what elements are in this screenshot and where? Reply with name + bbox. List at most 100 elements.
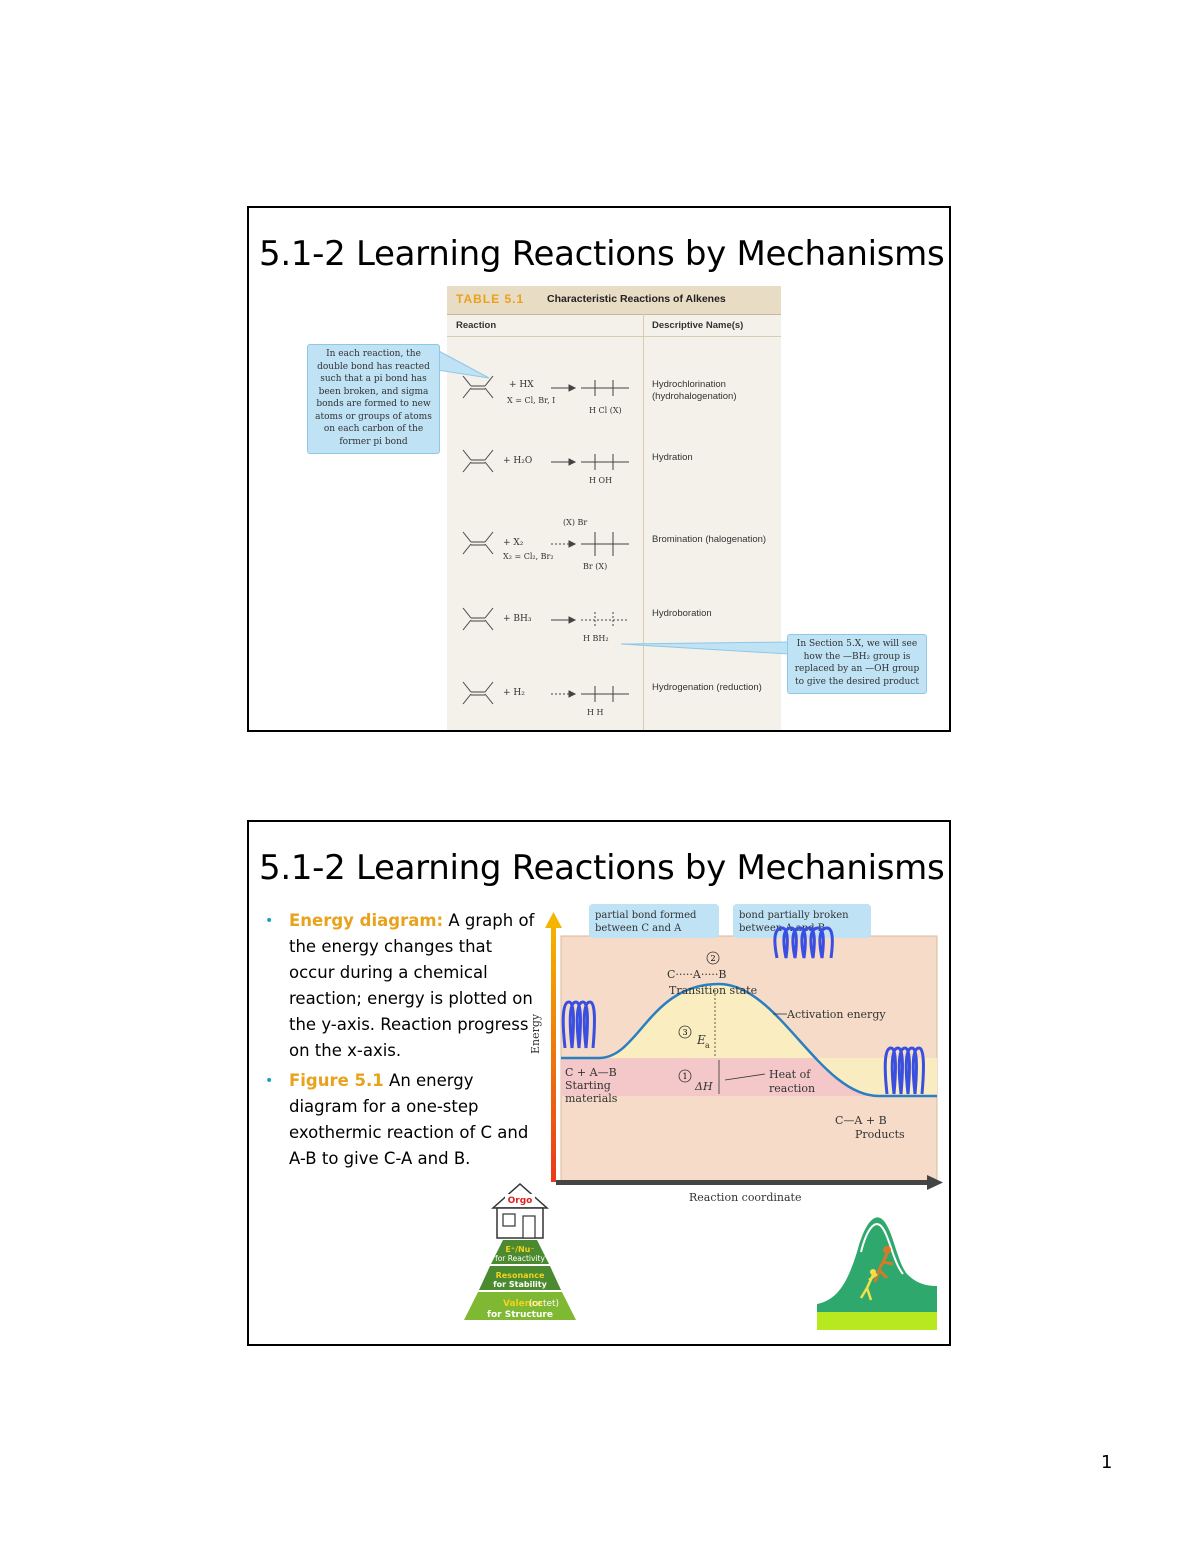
reaction-1-name: Hydrochlorination (hydrohalogenation): [652, 379, 737, 402]
hill-ground: [817, 1312, 937, 1330]
orgo-label: Orgo: [508, 1196, 533, 1206]
table-label: TABLE 5.1: [456, 292, 525, 306]
reactions-table: TABLE 5.1 Characteristic Reactions of Al…: [447, 286, 781, 730]
reaction-2-product: H OH: [589, 476, 613, 485]
orgo-sign: [505, 1194, 535, 1205]
slide-2: 5.1-2 Learning Reactions by Mechanisms •…: [247, 820, 951, 1346]
reaction-5-product: H H: [587, 708, 604, 717]
delta-h-symbol: ΔH: [694, 1080, 713, 1093]
callout-pi-bond: In each reaction, the double bond has re…: [307, 344, 440, 454]
y-axis: [551, 926, 556, 1182]
hill-climber-icon: [817, 1217, 937, 1330]
reactants-label-line1: Starting: [565, 1079, 611, 1092]
pyramid-level-3-qualifier: (octet): [529, 1299, 559, 1309]
climber-body: [873, 1253, 894, 1283]
bullet-list: • Energy diagram: A graph of the energy …: [265, 908, 535, 1176]
slide-title: 5.1-2 Learning Reactions by Mechanisms: [259, 234, 945, 274]
callout-bond-broken: [733, 904, 871, 938]
heat-label-line1: Heat of: [769, 1068, 811, 1081]
x-axis-label: Reaction coordinate: [689, 1191, 801, 1204]
step-1-number: 1: [682, 1072, 687, 1081]
reaction-4-product: H BH₂: [583, 634, 609, 643]
orgo-pyramid-icon: Orgo E⁺/Nu⁻ for Reactivity Resonance for…: [464, 1182, 576, 1320]
column-header-name: Descriptive Name(s): [652, 320, 744, 331]
reaction-5-reagent: + H₂: [503, 688, 525, 698]
spring-icon-products: [883, 1046, 925, 1095]
reaction-4-name: Hydroboration: [652, 608, 712, 619]
alkene-structure-icon: [462, 681, 629, 705]
x-axis: [556, 1180, 928, 1185]
bullet-dot: •: [265, 913, 274, 929]
climber-head: [883, 1246, 891, 1254]
step-2-number: 2: [710, 954, 715, 963]
alkene-structure-icon: [462, 607, 629, 631]
reaction-3-name: Bromination (halogenation): [652, 534, 767, 545]
pyramid-level-1: [491, 1240, 549, 1264]
bullet-dot: •: [265, 1073, 274, 1089]
reactants-label-line2: materials: [565, 1092, 618, 1105]
definition-energy-diagram: A graph of the energy changes that occur…: [289, 911, 535, 1060]
spring-icon-transition: [773, 926, 834, 959]
heat-label-line2: reaction: [769, 1082, 815, 1095]
header-divider: [447, 336, 781, 337]
reaction-4-reagent: + BH₃: [503, 614, 532, 624]
pyramid-level-2-subtitle: for Stability: [493, 1280, 547, 1289]
activation-energy-label: Activation energy: [786, 1008, 886, 1021]
spring-icon-reactants: [561, 1000, 596, 1049]
energy-curve: [561, 982, 937, 1098]
bullet-figure: • Figure 5.1 An energy diagram for a one…: [265, 1068, 535, 1172]
step-3-marker: [678, 1025, 692, 1039]
pyramid-level-3: [464, 1292, 576, 1320]
callout-bond-formed: [589, 904, 719, 938]
step-1-marker: [678, 1069, 692, 1083]
transition-state-formula: C·····A·····B: [667, 968, 726, 981]
alkene-structure-icon: [462, 531, 629, 556]
figure-description: An energy diagram for a one-step exother…: [289, 1071, 529, 1168]
products-formula: C—A + B: [835, 1114, 887, 1127]
reaction-3-note: X₂ = Cl₂, Br₂: [503, 552, 554, 561]
products-label: Products: [855, 1128, 905, 1141]
reactants-formula: C + A—B: [565, 1066, 617, 1079]
pyramid-level-1-subtitle: for Reactivity: [495, 1254, 545, 1263]
reaction-3-product-top: (X) Br: [563, 518, 588, 527]
transition-state-label: Transition state: [669, 984, 757, 997]
ea-symbol: E: [696, 1033, 706, 1047]
bullet-energy-diagram: • Energy diagram: A graph of the energy …: [265, 908, 535, 1064]
column-divider: [643, 314, 644, 730]
helper-head: [870, 1269, 876, 1275]
activation-region: [561, 984, 937, 1096]
ea-subscript: a: [705, 1041, 710, 1050]
callout-section-note: In Section 5.X, we will see how the —BH₂…: [787, 634, 927, 694]
pyramid-level-3-subtitle: for Structure: [487, 1310, 553, 1320]
table-caption: Characteristic Reactions of Alkenes: [547, 293, 726, 305]
pyramid-level-1-title: E⁺/Nu⁻: [505, 1245, 534, 1254]
reaction-2-reagent: + H₂O: [503, 456, 533, 466]
pyramid-level-2-title: Resonance: [496, 1271, 545, 1280]
hill-outline: [860, 1223, 904, 1275]
reaction-1-note: X = Cl, Br, I: [507, 396, 556, 405]
step-2-marker: [706, 951, 720, 965]
reaction-2-name: Hydration: [652, 452, 693, 463]
y-axis-label: Energy: [529, 1013, 542, 1054]
column-header-reaction: Reaction: [456, 320, 497, 331]
reaction-3-reagent: + X₂: [503, 538, 524, 548]
term-energy-diagram: Energy diagram:: [289, 911, 444, 930]
pyramid-level-2: [479, 1266, 561, 1290]
reaction-1-product: H Cl (X): [589, 406, 622, 415]
table-header: TABLE 5.1 Characteristic Reactions of Al…: [447, 286, 781, 315]
step-3-number: 3: [682, 1028, 687, 1037]
reaction-1-reagent: + HX: [509, 380, 534, 390]
house-window: [502, 1213, 516, 1227]
heat-pointer: [724, 1073, 766, 1081]
house-door: [522, 1215, 536, 1239]
y-axis-arrow-icon: [545, 912, 562, 928]
reaction-3-product: Br (X): [583, 562, 608, 571]
term-figure: Figure 5.1: [289, 1071, 384, 1090]
alkene-structure-icon: [462, 449, 629, 473]
slide-title: 5.1-2 Learning Reactions by Mechanisms: [259, 848, 945, 888]
reaction-5-name: Hydrogenation (reduction): [652, 682, 762, 693]
alkene-structure-icon: [462, 375, 629, 399]
pyramid-level-3-title: Valence: [503, 1299, 543, 1309]
